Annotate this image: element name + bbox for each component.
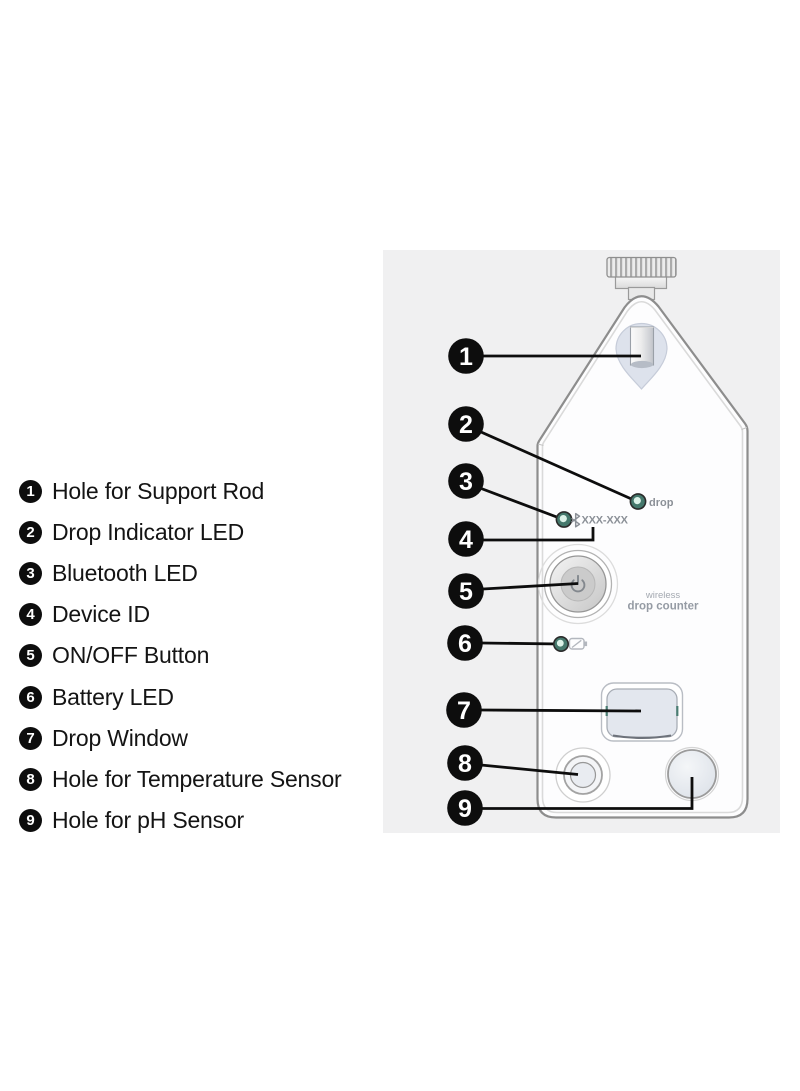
callout-4: 4 [448, 521, 484, 557]
leader-line-3 [471, 483, 563, 521]
legend-item-7: 7 Drop Window [19, 718, 342, 759]
legend-label-8: Hole for Temperature Sensor [52, 765, 342, 792]
leader-line-5 [482, 582, 579, 591]
legend-item-8: 8 Hole for Temperature Sensor [19, 759, 342, 800]
legend-item-1: 1 Hole for Support Rod [19, 471, 342, 512]
diagram-panel: wireless drop counter [383, 250, 780, 833]
bluetooth-led [555, 511, 573, 528]
left-shoulder-seam [537, 443, 544, 446]
bluetooth-icon [571, 512, 581, 528]
legend-label-9: Hole for pH Sensor [52, 806, 244, 833]
drop-indicator-led [629, 493, 647, 510]
mounting-knob [606, 256, 677, 301]
leader-line-7 [480, 708, 642, 713]
callout-1-number: 1 [459, 343, 473, 371]
legend-item-5: 5 ON/OFF Button [19, 635, 342, 676]
drop-led-label: drop [649, 497, 674, 509]
legend-bullet-1: 1 [19, 480, 42, 504]
legend-label-5: ON/OFF Button [52, 642, 210, 669]
hole-for-temperature-sensor [555, 747, 611, 803]
callout-4-number: 4 [459, 526, 473, 554]
leader-line-4 [483, 527, 595, 542]
callout-5-number: 5 [459, 578, 473, 606]
legend-item-6: 6 Battery LED [19, 676, 342, 717]
power-button-outer-ring [537, 543, 619, 625]
callout-9-number: 9 [458, 795, 472, 823]
drop-window-bottom-edge [612, 734, 672, 739]
device-id-label: XXX-XXX [582, 515, 629, 527]
battery-icon [568, 637, 588, 650]
knob-knurled-cap [606, 256, 677, 278]
legend-label-6: Battery LED [52, 683, 174, 710]
legend-bullet-8: 8 [19, 767, 42, 791]
legend-bullet-9: 9 [19, 808, 42, 832]
knob-collar [614, 275, 668, 290]
callout-9: 9 [447, 790, 483, 826]
callout-3-number: 3 [459, 468, 473, 496]
support-rod-bore [629, 326, 655, 366]
right-shoulder-seam [741, 427, 748, 430]
legend-bullet-2: 2 [19, 521, 42, 545]
brand-line1: wireless [645, 590, 681, 601]
callout-1: 1 [448, 338, 484, 374]
callout-8-number: 8 [458, 750, 472, 778]
legend-item-3: 3 Bluetooth LED [19, 553, 342, 594]
callout-7-number: 7 [457, 697, 471, 725]
device-diagram: wireless drop counter [446, 256, 749, 826]
legend-item-9: 9 Hole for pH Sensor [19, 800, 342, 841]
legend-label-3: Bluetooth LED [52, 560, 198, 587]
legend-item-4: 4 Device ID [19, 594, 342, 635]
legend-bullet-3: 3 [19, 562, 42, 586]
callout-7: 7 [446, 692, 482, 728]
leader-line-2 [471, 426, 637, 503]
drop-window [600, 682, 684, 742]
legend-label-7: Drop Window [52, 724, 188, 751]
callout-5: 5 [448, 573, 484, 609]
legend-label-1: Hole for Support Rod [52, 478, 265, 505]
legend-bullet-6: 6 [19, 685, 42, 709]
callout-6-number: 6 [458, 630, 472, 658]
legend-item-2: 2 Drop Indicator LED [19, 512, 342, 553]
callout-3: 3 [448, 463, 484, 499]
parts-legend: 1 Hole for Support Rod 2 Drop Indicator … [19, 471, 342, 841]
legend-label-4: Device ID [52, 601, 150, 628]
battery-led [552, 635, 569, 652]
legend-bullet-4: 4 [19, 603, 42, 627]
leader-line-6 [481, 641, 561, 646]
drop-window-glass [606, 688, 678, 738]
legend-label-2: Drop Indicator LED [52, 519, 244, 546]
brand-line2: drop counter [628, 601, 699, 613]
callout-8: 8 [447, 745, 483, 781]
callout-2: 2 [448, 406, 484, 442]
callout-6: 6 [447, 625, 483, 661]
legend-bullet-7: 7 [19, 726, 42, 750]
brand-text: wireless drop counter [628, 590, 699, 613]
device-body [536, 295, 749, 819]
leader-line-8 [480, 763, 579, 776]
support-rod-bore-shadow [631, 360, 653, 369]
leader-line-9 [482, 777, 694, 810]
legend-bullet-5: 5 [19, 644, 42, 668]
callout-2-number: 2 [459, 411, 473, 439]
